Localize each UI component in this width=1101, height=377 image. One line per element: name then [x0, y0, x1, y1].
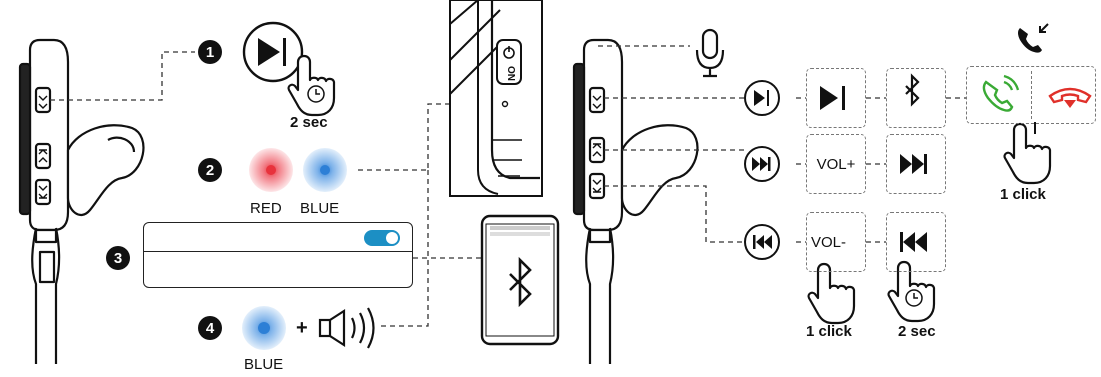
- bluetooth-settings-panel: [143, 222, 413, 288]
- incoming-call-icon: [1018, 23, 1049, 53]
- play-pause-button-illustration: [242, 21, 336, 117]
- vol-plus-label: VOL+: [816, 155, 856, 173]
- answer-call-icon: [982, 74, 1020, 112]
- vol-plus-box: VOL+: [806, 134, 866, 194]
- play-pause-box: [806, 68, 866, 128]
- left-earphone-illustration: [18, 38, 145, 364]
- step-1-duration-label: 2 sec: [290, 114, 328, 131]
- prev-hold-label: 2 sec: [898, 323, 936, 340]
- bluetooth-icon: [509, 256, 532, 308]
- play-pause-circle: [744, 80, 780, 116]
- call-click-label: 1 click: [1000, 186, 1046, 203]
- bluetooth-icon-box: [905, 73, 920, 107]
- vol-minus-box: VOL-: [806, 212, 866, 272]
- bluetooth-box: [886, 68, 946, 128]
- hang-up-icon: [1048, 87, 1092, 108]
- next-track-box: [886, 134, 946, 194]
- step-4-badge: 4: [198, 316, 222, 340]
- bluetooth-toggle[interactable]: [364, 230, 400, 246]
- vol-minus-label: VOL-: [811, 233, 847, 251]
- step-2-badge: 2: [198, 158, 222, 182]
- phone-illustration: [480, 214, 560, 346]
- led-indicators: [249, 148, 347, 192]
- step-4-plus: +: [296, 317, 308, 339]
- panel-divider: [144, 251, 412, 252]
- next-track-icon: [900, 154, 927, 174]
- red-led-label: RED: [250, 200, 282, 217]
- vol-click-label: 1 click: [806, 323, 852, 340]
- prev-track-box: [886, 212, 946, 272]
- speaker-icon: [318, 307, 375, 349]
- step-4-blue-label: BLUE: [244, 356, 284, 373]
- step-3-badge: 3: [106, 246, 130, 270]
- blue-led-label: BLUE: [300, 200, 340, 217]
- power-on-label: ON: [505, 66, 516, 81]
- right-earphone-illustration: [572, 38, 699, 364]
- next-circle: [744, 146, 780, 182]
- play-pause-icon: [820, 86, 845, 110]
- prev-track-icon: [900, 232, 927, 252]
- prev-circle: [744, 224, 780, 260]
- power-switch-closeup: [449, 0, 543, 197]
- call-panel: [966, 66, 1096, 124]
- step-1-badge: 1: [198, 40, 222, 64]
- blue-led-and-speaker: [242, 306, 375, 350]
- microphone-icon: [695, 28, 725, 78]
